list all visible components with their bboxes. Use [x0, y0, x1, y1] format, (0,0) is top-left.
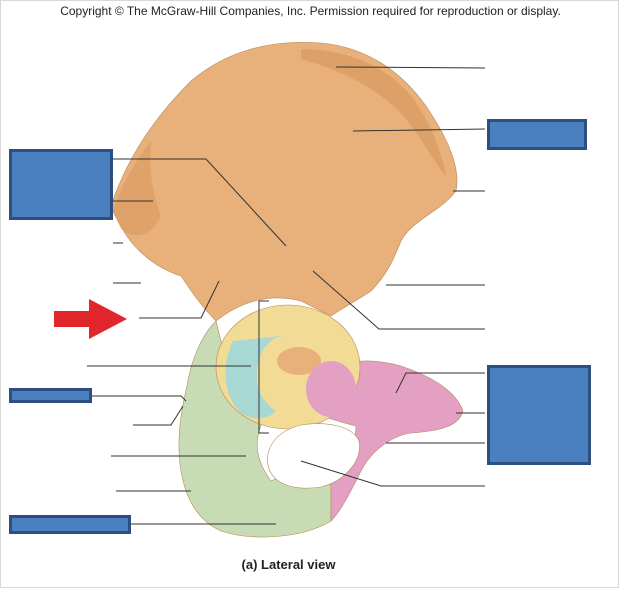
label-box-upper-right[interactable]: [487, 119, 587, 150]
label-box-bottom-left[interactable]: [9, 515, 131, 534]
leader-superior-pubic-ramus: [395, 372, 485, 394]
iliac-crest-shading: [301, 49, 446, 176]
leader-obturator-foramen: [300, 460, 485, 487]
pubic-articular-region: [306, 361, 356, 417]
leader-acetabulum: [312, 270, 485, 330]
label-box-left-mid[interactable]: [9, 388, 92, 403]
copyright-notice: Copyright © The McGraw-Hill Companies, I…: [60, 4, 561, 18]
label-box-right-large[interactable]: [487, 365, 591, 465]
leader-iliac-body: [113, 158, 287, 247]
leader-ischial-tuberosity: [133, 405, 184, 426]
ilium: [110, 42, 458, 322]
acetabular-fossa: [277, 347, 321, 375]
lunate-surface: [225, 336, 281, 419]
bracket-acetabulum: [258, 300, 269, 434]
leader-lines: [87, 66, 486, 525]
posterior-ilium-shading: [113, 141, 161, 236]
leader-ischial-spine: [139, 280, 220, 319]
leader-iliac-fossa: [352, 128, 486, 132]
leader-iliac-crest: [335, 66, 486, 69]
label-box-upper-left[interactable]: [9, 149, 113, 220]
figure-caption: (a) Lateral view: [241, 557, 336, 572]
leader-lesser-sciatic-notch: [91, 395, 187, 402]
pointer-arrow: [54, 299, 127, 339]
